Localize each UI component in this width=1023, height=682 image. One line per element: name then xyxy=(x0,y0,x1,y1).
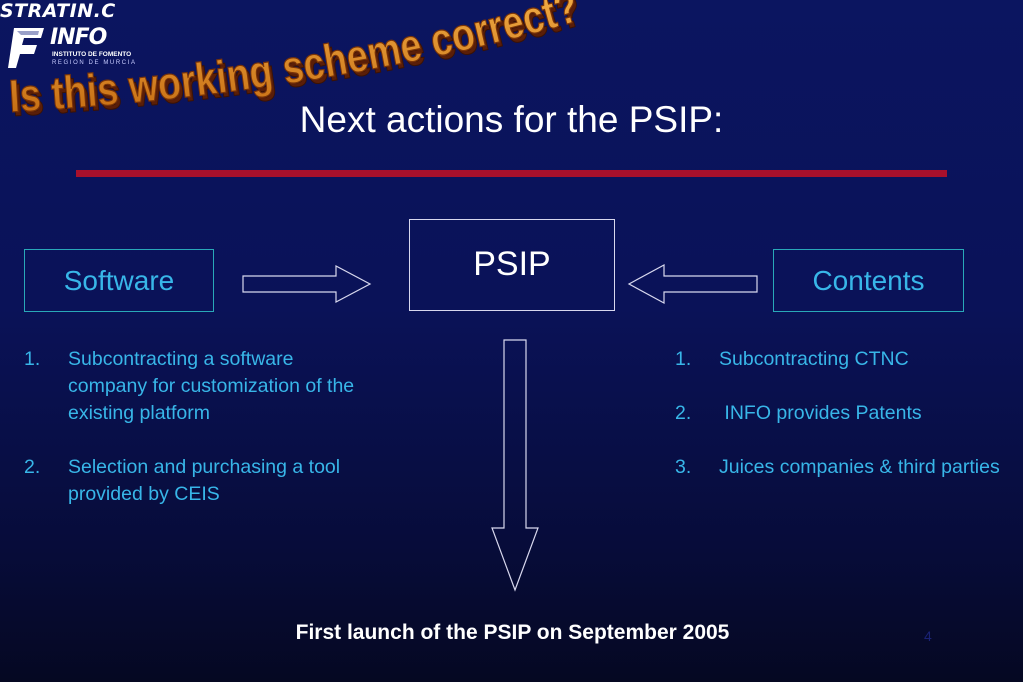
contents-label: Contents xyxy=(812,265,925,296)
down-arrow-icon xyxy=(491,339,539,592)
list-number: 1. xyxy=(24,348,41,370)
list-text: Juices companies & third parties xyxy=(719,456,1000,478)
brand-name: STRATIN.C xyxy=(0,0,116,22)
list-item: 3. Juices companies & third parties xyxy=(675,454,1005,481)
logo-subtitle: INSTITUTO DE FOMENTO xyxy=(52,51,132,58)
list-number: 2. xyxy=(24,456,41,478)
list-item: 2. INFO provides Patents xyxy=(675,400,1005,427)
contents-actions-list: 1. Subcontracting CTNC 2. INFO provides … xyxy=(675,346,1005,508)
list-text: Subcontracting a software company for cu… xyxy=(68,348,355,424)
list-text: Subcontracting CTNC xyxy=(719,348,909,370)
list-item: 1. Subcontracting a software company for… xyxy=(24,346,364,427)
software-box: Software xyxy=(24,249,214,312)
psip-label: PSIP xyxy=(473,245,551,283)
logo-word: INFO xyxy=(50,25,107,50)
left-arrow-icon xyxy=(627,263,758,305)
list-number: 3. xyxy=(675,456,692,478)
list-text: Selection and purchasing a tool provided… xyxy=(68,456,341,505)
launch-note-text: First launch of the PSIP on September 20… xyxy=(295,621,730,644)
page-title-text: Next actions for the PSIP: xyxy=(299,99,724,140)
list-item: 1. Subcontracting CTNC xyxy=(675,346,1005,373)
page-number: 4 xyxy=(924,628,932,644)
wordart-question: Is this working scheme correct? Is this … xyxy=(7,0,588,126)
list-text: INFO provides Patents xyxy=(719,402,922,424)
psip-box: PSIP xyxy=(409,219,615,311)
list-item: 2. Selection and purchasing a tool provi… xyxy=(24,454,364,508)
list-number: 2. xyxy=(675,402,692,424)
info-logo-icon xyxy=(8,28,44,68)
software-label: Software xyxy=(63,265,175,296)
right-arrow-icon xyxy=(242,265,372,303)
contents-box: Contents xyxy=(773,249,964,312)
logo-region: REGION DE MURCIA xyxy=(52,60,137,66)
software-actions-list: 1. Subcontracting a software company for… xyxy=(24,346,364,535)
launch-note: First launch of the PSIP on September 20… xyxy=(0,619,1023,647)
title-divider xyxy=(76,170,947,177)
page-title: Next actions for the PSIP: xyxy=(0,98,1023,142)
list-number: 1. xyxy=(675,348,692,370)
